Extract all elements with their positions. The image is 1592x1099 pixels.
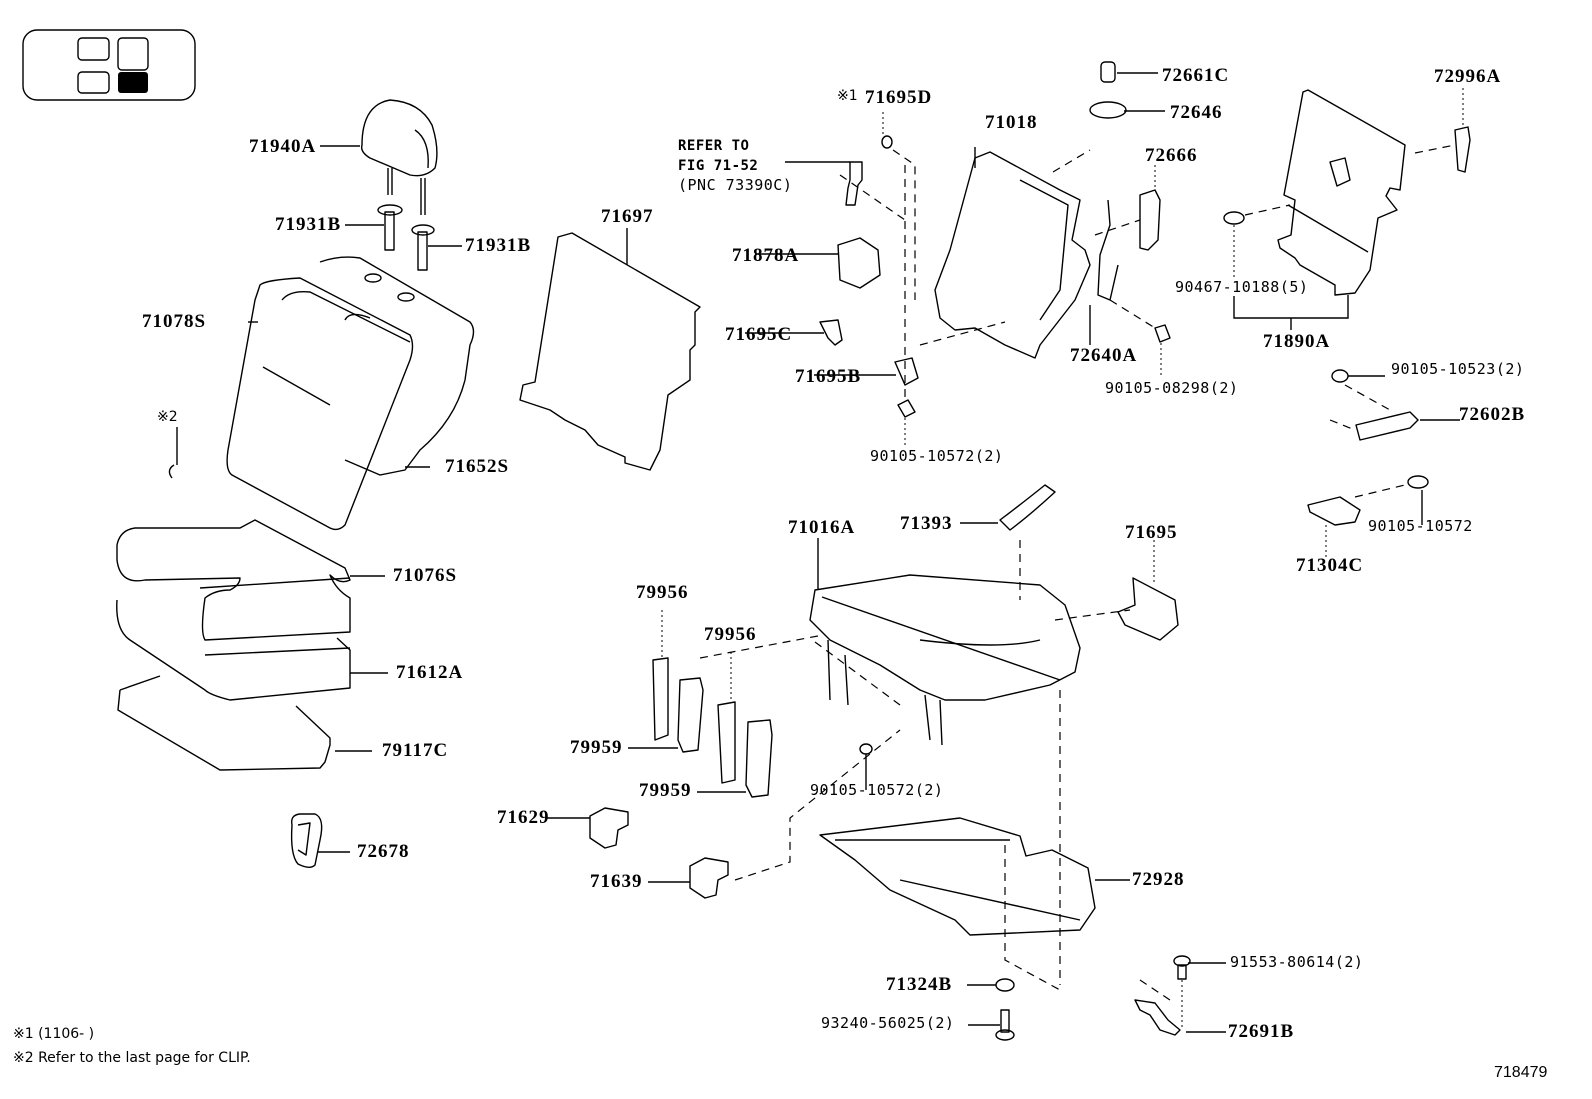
part-label-71629[interactable]: 71629 [497,807,550,828]
part-label-90105-10572-upper[interactable]: 90105-10572(2) [870,447,1004,465]
part-label-72646[interactable]: 72646 [1170,102,1223,123]
refer-to-line1: REFER TO [678,138,750,154]
part-label-79959-a[interactable]: 79959 [570,737,623,758]
back-panel-drawing [1223,88,1471,330]
part-label-79956-b[interactable]: 79956 [704,624,757,645]
part-label-71639[interactable]: 71639 [590,871,643,892]
part-label-90467-10188[interactable]: 90467-10188(5) [1175,278,1309,296]
part-label-72928[interactable]: 72928 [1132,869,1185,890]
indicator-cell-front-left [77,37,110,61]
indicator-cell-rear-right-highlighted [118,72,148,93]
figure-number: 718479 [1494,1064,1548,1081]
seatback-drawing [168,256,475,531]
part-label-71878A[interactable]: 71878A [732,245,800,266]
part-label-72691B[interactable]: 72691B [1228,1021,1295,1042]
footnote-1: ※1 (1106- ) [13,1026,95,1042]
part-label-90105-08298[interactable]: 90105-08298(2) [1105,379,1239,397]
part-label-71018[interactable]: 71018 [985,112,1038,133]
part-label-79117C[interactable]: 79117C [382,740,449,761]
seat-position-indicator [22,29,196,101]
note1-marker: ※1 [837,88,858,104]
part-label-71393[interactable]: 71393 [900,513,953,534]
part-label-71695C[interactable]: 71695C [725,324,793,345]
part-label-71612A[interactable]: 71612A [396,662,464,683]
headrest-support-drawings [345,204,462,271]
bracket-72691b-drawing [1134,955,1226,1036]
part-label-71076S[interactable]: 71076S [393,565,458,586]
part-label-71940A[interactable]: 71940A [249,136,317,157]
refer-to-fig-link[interactable]: FIG 71-52 [678,158,759,174]
part-label-71931B-right[interactable]: 71931B [465,235,532,256]
part-label-79956-a[interactable]: 79956 [636,582,689,603]
part-label-71652S[interactable]: 71652S [445,456,510,477]
part-label-71695B[interactable]: 71695B [795,366,862,387]
part-label-72996A[interactable]: 72996A [1434,66,1502,87]
part-label-71695D[interactable]: 71695D [865,87,933,108]
back-board-drawing [519,228,701,471]
part-label-71078S[interactable]: 71078S [142,311,207,332]
seat-frame-drawing [809,484,1179,985]
indicator-cell-front-right [117,37,149,71]
part-label-91553-80614[interactable]: 91553-80614(2) [1230,953,1364,971]
part-label-71697[interactable]: 71697 [601,206,654,227]
seatback-frame-drawing [745,61,1171,445]
part-label-71890A[interactable]: 71890A [1263,331,1331,352]
indicator-cell-rear-left [77,71,110,94]
part-label-72678[interactable]: 72678 [357,841,410,862]
refer-to-pnc: (PNC 73390C) [678,176,793,194]
part-label-72640A[interactable]: 72640A [1070,345,1138,366]
under-cover-drawing [819,817,1130,1041]
part-label-71016A[interactable]: 71016A [788,517,856,538]
part-label-72602B[interactable]: 72602B [1459,404,1526,425]
part-label-90105-10572-right[interactable]: 90105-10572 [1368,517,1473,535]
part-label-90105-10523[interactable]: 90105-10523(2) [1391,360,1525,378]
part-label-71695[interactable]: 71695 [1125,522,1178,543]
right-bracket-drawings [1307,369,1460,560]
part-label-90105-10572-lower[interactable]: 90105-10572(2) [810,781,944,799]
part-label-72661C[interactable]: 72661C [1162,65,1230,86]
part-label-72666[interactable]: 72666 [1145,145,1198,166]
part-label-79959-b[interactable]: 79959 [639,780,692,801]
leg-covers-drawing [545,610,901,899]
seat-cushion-drawing [116,519,388,868]
clip-note-marker: ※2 [157,409,178,425]
part-label-71324B[interactable]: 71324B [886,974,953,995]
footnote-2: ※2 Refer to the last page for CLIP. [13,1050,251,1066]
part-label-71304C[interactable]: 71304C [1296,555,1364,576]
part-label-93240-56025[interactable]: 93240-56025(2) [821,1014,955,1032]
headrest-drawing [320,99,438,215]
part-label-71931B-left[interactable]: 71931B [275,214,342,235]
